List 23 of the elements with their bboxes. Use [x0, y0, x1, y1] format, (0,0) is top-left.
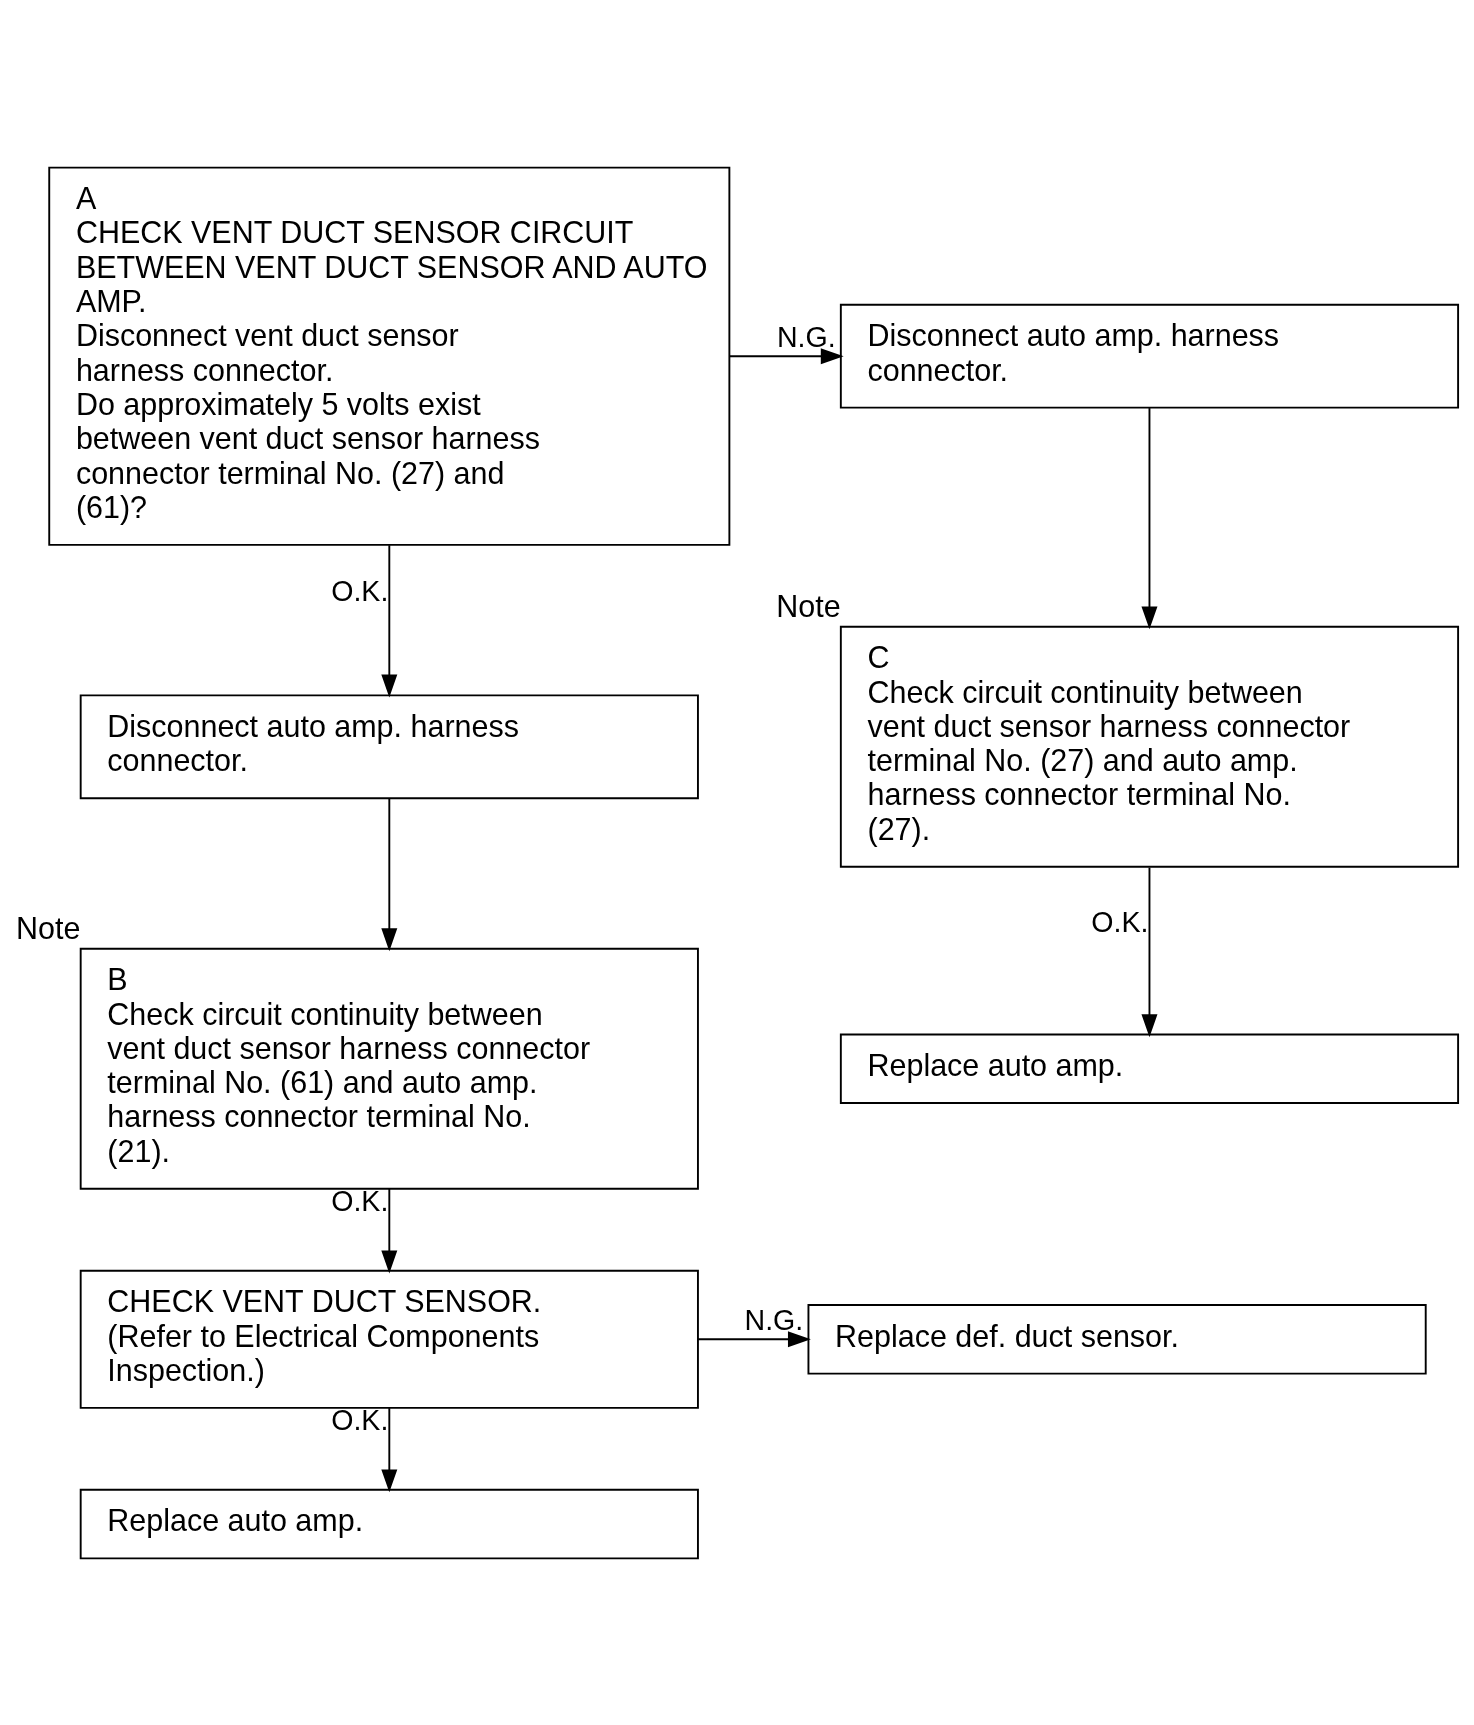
node-box: Disconnect auto amp. harness connector. — [839, 303, 1460, 409]
node-box: A CHECK VENT DUCT SENSOR CIRCUIT BETWEEN VENT DUCT SENSOR AND AUTO AMP. Disconnect vent duct sensor harness connector. Do approximately 5 volts exist between vent duct sensor harness connector terminal No. (27) and (61)? — [48, 166, 731, 546]
arrow — [697, 1330, 811, 1347]
arrow — [381, 543, 398, 697]
arrow — [1141, 406, 1158, 629]
node-box: Replace def. duct sensor. — [807, 1303, 1427, 1375]
node-box: CHECK VENT DUCT SENSOR. (Refer to Electrical Components Inspection.) — [79, 1269, 699, 1409]
node-label: Note — [16, 910, 81, 945]
edge-label: O.K. — [331, 574, 389, 607]
edge-label: N.G. — [776, 320, 836, 353]
node-box: Replace auto amp. — [79, 1488, 699, 1559]
arrow — [1141, 866, 1158, 1037]
node-box: C Check circuit continuity between vent duct sensor harness connector terminal No. (27) and auto amp. harness connector terminal No. (27). — [839, 625, 1460, 868]
edge-label: O.K. — [1091, 905, 1149, 938]
node-label: Note — [776, 588, 841, 623]
arrow — [381, 1406, 398, 1492]
edge-label: N.G. — [744, 1303, 804, 1336]
node-box: Replace auto amp. — [839, 1033, 1460, 1104]
arrow — [728, 347, 844, 364]
arrow — [381, 1187, 398, 1273]
node-box: Disconnect auto amp. harness connector. — [79, 693, 699, 799]
arrow — [381, 797, 398, 951]
node-box: B Check circuit continuity between vent duct sensor harness connector terminal No. (61) and auto amp. harness connector terminal No. (21). — [79, 947, 699, 1190]
